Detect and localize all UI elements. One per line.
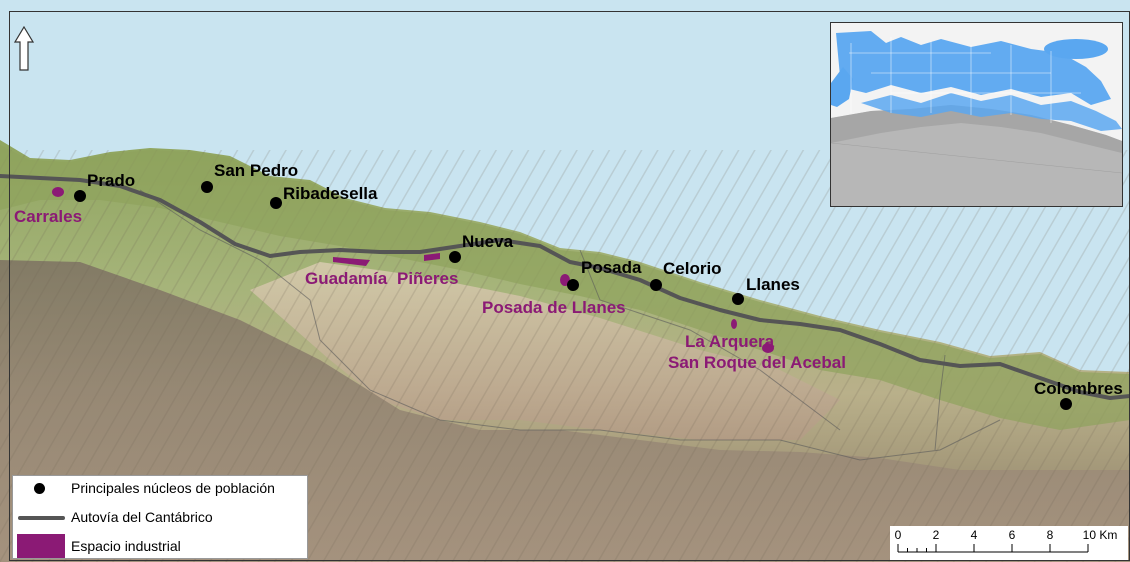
highway-line (0, 174, 1130, 400)
industrial-zone-san-roque (762, 343, 774, 353)
town-marker (650, 279, 662, 291)
scale-tick-label: 6 (1008, 528, 1016, 542)
industrial-label-pineres: Piñeres (397, 269, 459, 288)
legend-item-towns: Principales núcleos de población (13, 476, 307, 500)
industrial-label-la-arquera: La Arquera (685, 332, 775, 351)
legend-label-industrial: Espacio industrial (71, 538, 181, 554)
coastal-lowland (0, 145, 1130, 430)
scale-tick-label: 10 Km (1082, 528, 1118, 542)
town-label-llanes: Llanes (746, 275, 800, 294)
scale-tick-label: 0 (894, 528, 902, 542)
scale-tick-label: 4 (970, 528, 978, 542)
town-marker (1060, 398, 1072, 410)
town-label-nueva: Nueva (462, 232, 514, 251)
town-label-ribadesella: Ribadesella (283, 184, 378, 203)
industrial-zone-pineres (424, 253, 440, 261)
legend-industrial-symbol (17, 534, 65, 558)
town-label-colombres: Colombres (1034, 379, 1123, 398)
scale-bar: 0 2 4 6 8 10 Km (890, 526, 1128, 560)
town-label-san-pedro: San Pedro (214, 161, 299, 180)
legend-item-industrial: Espacio industrial (13, 534, 307, 558)
industrial-label-posada-de-llanes: Posada de Llanes (482, 298, 626, 317)
industrial-label-guadamia: Guadamía (305, 269, 388, 288)
industrial-label-carrales: Carrales (14, 207, 83, 226)
north-arrow-icon (14, 26, 34, 71)
legend-item-highway: Autovía del Cantábrico (13, 505, 307, 529)
legend-town-symbol (34, 483, 45, 494)
town-label-prado: Prado (87, 171, 136, 190)
inset-locator-map (830, 22, 1123, 207)
scale-bar-graphic (897, 544, 1089, 553)
industrial-label-san-roque-del-acebal: San Roque del Acebal (668, 353, 846, 372)
town-marker (201, 181, 213, 193)
legend-highway-symbol (18, 516, 65, 520)
scale-tick-label: 8 (1046, 528, 1054, 542)
town-marker (567, 279, 579, 291)
industrial-zone-guadamia (333, 257, 370, 266)
town-marker (270, 197, 282, 209)
town-label-celorio: Celorio (663, 259, 722, 278)
legend-label-towns: Principales núcleos de población (71, 480, 275, 496)
town-label-posada: Posada (581, 258, 642, 277)
industrial-zone-carrales (52, 187, 64, 197)
industrial-zone-la-arquera (731, 319, 737, 329)
inset-map-graphic (831, 23, 1122, 206)
town-marker (449, 251, 461, 263)
scale-tick-label: 2 (932, 528, 940, 542)
map-legend: Principales núcleos de población Autovía… (12, 475, 308, 559)
legend-label-highway: Autovía del Cantábrico (71, 509, 213, 525)
town-marker (732, 293, 744, 305)
town-marker (74, 190, 86, 202)
